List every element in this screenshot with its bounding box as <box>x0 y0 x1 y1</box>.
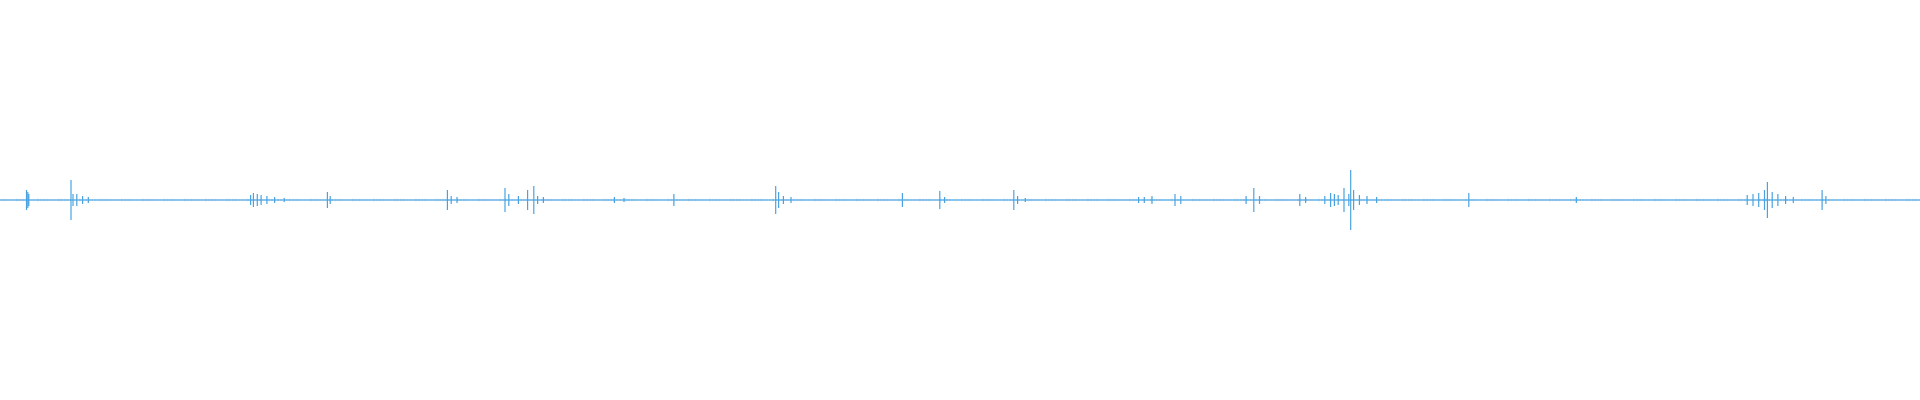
waveform-peaks <box>1 170 1920 230</box>
